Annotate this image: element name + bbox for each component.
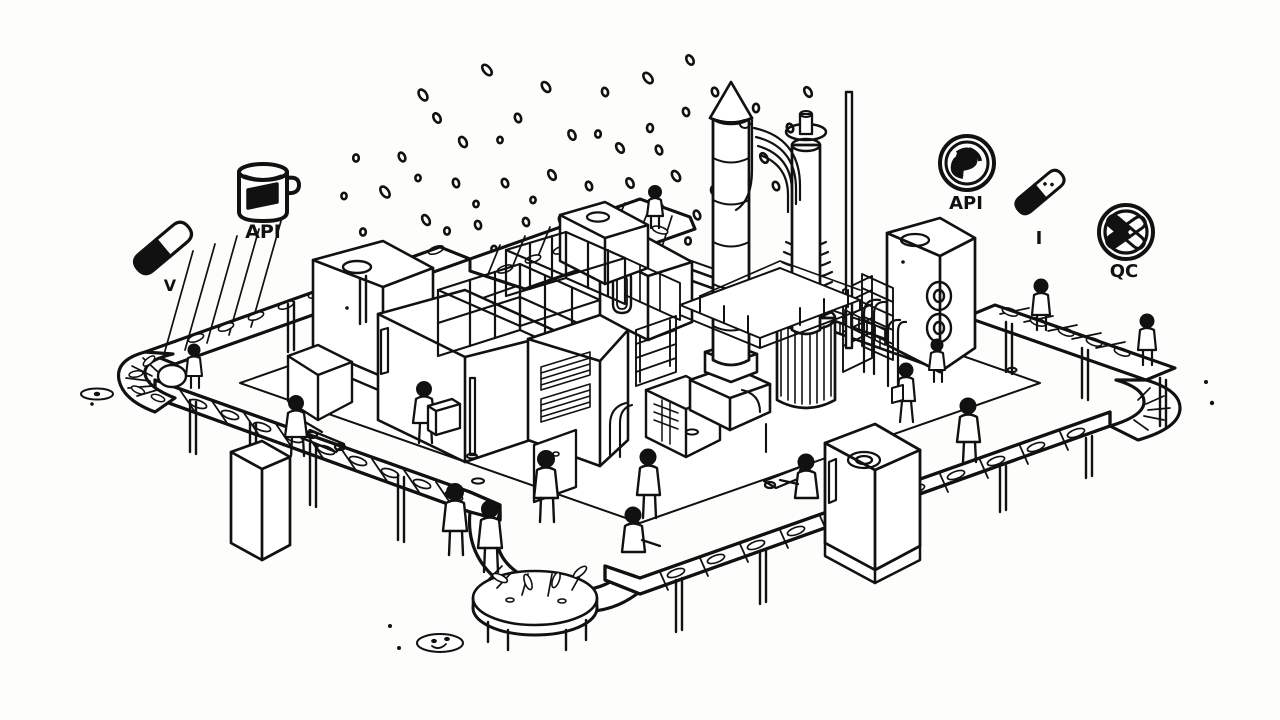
worker-figure [441, 483, 469, 557]
worker-figure [645, 185, 665, 230]
worker-figure [1030, 278, 1052, 332]
worker-figure [927, 338, 947, 384]
worker-figure [411, 381, 462, 445]
steel-frame-cage [436, 230, 681, 368]
cabinet-floor-left [286, 343, 354, 422]
transfer-box-right [823, 422, 922, 585]
jar-caption-left: API [245, 221, 281, 243]
conveyor-corner-left [116, 350, 188, 414]
stair-frame [635, 315, 677, 387]
worker-figure [635, 448, 662, 520]
floor-hatch [685, 428, 699, 436]
catwalk-platform [679, 260, 861, 349]
gauge-icon [925, 280, 953, 312]
floor-speck [90, 402, 94, 406]
cabinet-louvered [526, 313, 630, 504]
worker-figure-seated [778, 453, 820, 500]
floor-pipes [608, 388, 768, 459]
worker-figure [1136, 313, 1158, 367]
worker-figure [184, 343, 204, 390]
pipe-bundle-arc [734, 118, 802, 214]
ladder-frame-right-2 [861, 273, 894, 361]
floor-speck [397, 646, 401, 650]
badge-caption-qc: QC [1110, 261, 1139, 282]
capsule-caption-right: I [1036, 228, 1043, 249]
floor-speck [1209, 400, 1215, 406]
worker-figure-seated [620, 506, 662, 554]
worker-figure [955, 397, 982, 464]
worker-figure [283, 395, 324, 458]
worker-figure-with-clipboard [891, 362, 917, 424]
floor-speck [1204, 380, 1208, 384]
capsule-icon [133, 220, 194, 276]
api-molecule-badge-icon [938, 134, 996, 192]
floor-pole [466, 376, 478, 460]
rotary-accumulation-table [467, 510, 646, 652]
sample-jar-icon [237, 162, 301, 223]
badge-caption-api: API [949, 193, 983, 214]
floor-disc-bottom [416, 633, 464, 653]
capsule-icon [1014, 168, 1066, 216]
floor-speck [388, 624, 392, 628]
capsule-caption-left: V [164, 276, 177, 295]
worker-figure [532, 450, 560, 524]
hatch-icon [846, 450, 882, 470]
vent-mast [844, 90, 854, 350]
cabinet-right-gauges [885, 216, 977, 374]
qc-capsule-badge-icon [1097, 203, 1155, 261]
conveyor-legs-left [286, 274, 368, 354]
conveyor-legs-right [1004, 320, 1168, 430]
worker-figure [476, 500, 504, 574]
floor-disc-left [80, 387, 114, 401]
access-stair [844, 309, 886, 346]
floor-hatch [471, 477, 485, 485]
transfer-box-left [229, 439, 292, 562]
